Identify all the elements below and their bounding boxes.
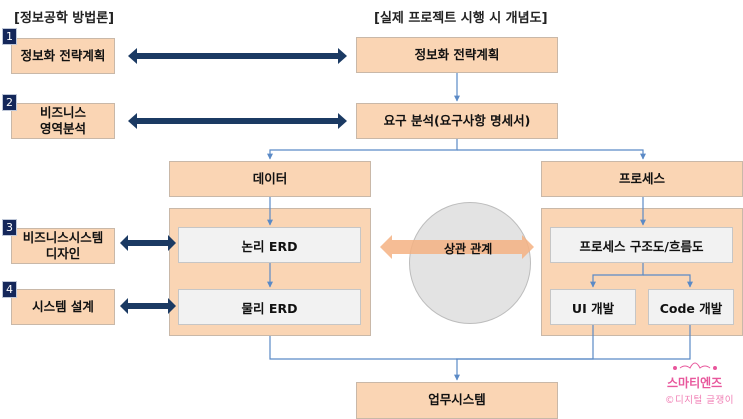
ui-dev-box: UI 개발 bbox=[550, 289, 636, 325]
double-arrow-step2 bbox=[128, 113, 347, 129]
step-2-badge: 2 bbox=[2, 94, 17, 111]
process-structure-box: 프로세스 구조도/흐름도 bbox=[550, 227, 733, 263]
correlation-circle bbox=[409, 202, 531, 324]
logical-erd-label: 논리 ERD bbox=[241, 238, 298, 254]
business-system-label: 업무시스템 bbox=[428, 392, 486, 408]
code-dev-label: Code 개발 bbox=[659, 300, 723, 316]
correlation-label: 상관 관계 bbox=[444, 242, 493, 256]
left-section-title: [정보공학 방법론] bbox=[14, 11, 115, 26]
step-4-box: 시스템 설계 bbox=[11, 289, 115, 325]
physical-erd-box: 물리 ERD bbox=[178, 289, 361, 325]
step-3-label: 비즈니스시스템 디자인 bbox=[22, 229, 104, 261]
process-structure-label: 프로세스 구조도/흐름도 bbox=[579, 238, 704, 254]
step-4-label: 시스템 설계 bbox=[32, 298, 94, 314]
process-label: 프로세스 bbox=[618, 170, 665, 186]
step-2-box: 비즈니스 영역분석 bbox=[11, 103, 115, 139]
physical-erd-label: 물리 ERD bbox=[241, 300, 298, 316]
step-3-badge: 3 bbox=[2, 219, 17, 236]
step-2-label: 비즈니스 영역분석 bbox=[39, 104, 86, 136]
business-system-box: 업무시스템 bbox=[356, 382, 558, 419]
double-arrow-step3 bbox=[120, 235, 176, 251]
step-1-label: 정보화 전략계획 bbox=[20, 47, 106, 63]
strategy-plan-label: 정보화 전략계획 bbox=[414, 46, 500, 62]
crown-ornament-icon bbox=[673, 362, 717, 370]
process-box: 프로세스 bbox=[541, 161, 743, 197]
right-section-title: [실제 프로젝트 시행 시 개념도] bbox=[374, 11, 548, 26]
requirements-box: 요구 분석(요구사항 명세서) bbox=[356, 103, 558, 139]
code-dev-box: Code 개발 bbox=[648, 289, 734, 325]
watermark-brand: 스마티엔즈 bbox=[667, 376, 723, 390]
requirements-label: 요구 분석(요구사항 명세서) bbox=[383, 112, 531, 128]
logical-erd-box: 논리 ERD bbox=[178, 227, 361, 263]
double-arrow-step1 bbox=[128, 48, 347, 64]
watermark-credit: ©디지털 글쟁이 bbox=[665, 395, 734, 406]
step-4-badge: 4 bbox=[2, 281, 17, 298]
step-1-badge: 1 bbox=[2, 28, 17, 45]
data-box: 데이터 bbox=[169, 161, 371, 197]
data-label: 데이터 bbox=[252, 170, 288, 186]
strategy-plan-box: 정보화 전략계획 bbox=[356, 37, 558, 73]
ui-dev-label: UI 개발 bbox=[571, 300, 615, 316]
double-arrow-step4 bbox=[120, 298, 176, 314]
step-1-box: 정보화 전략계획 bbox=[11, 38, 115, 74]
step-3-box: 비즈니스시스템 디자인 bbox=[11, 228, 115, 264]
